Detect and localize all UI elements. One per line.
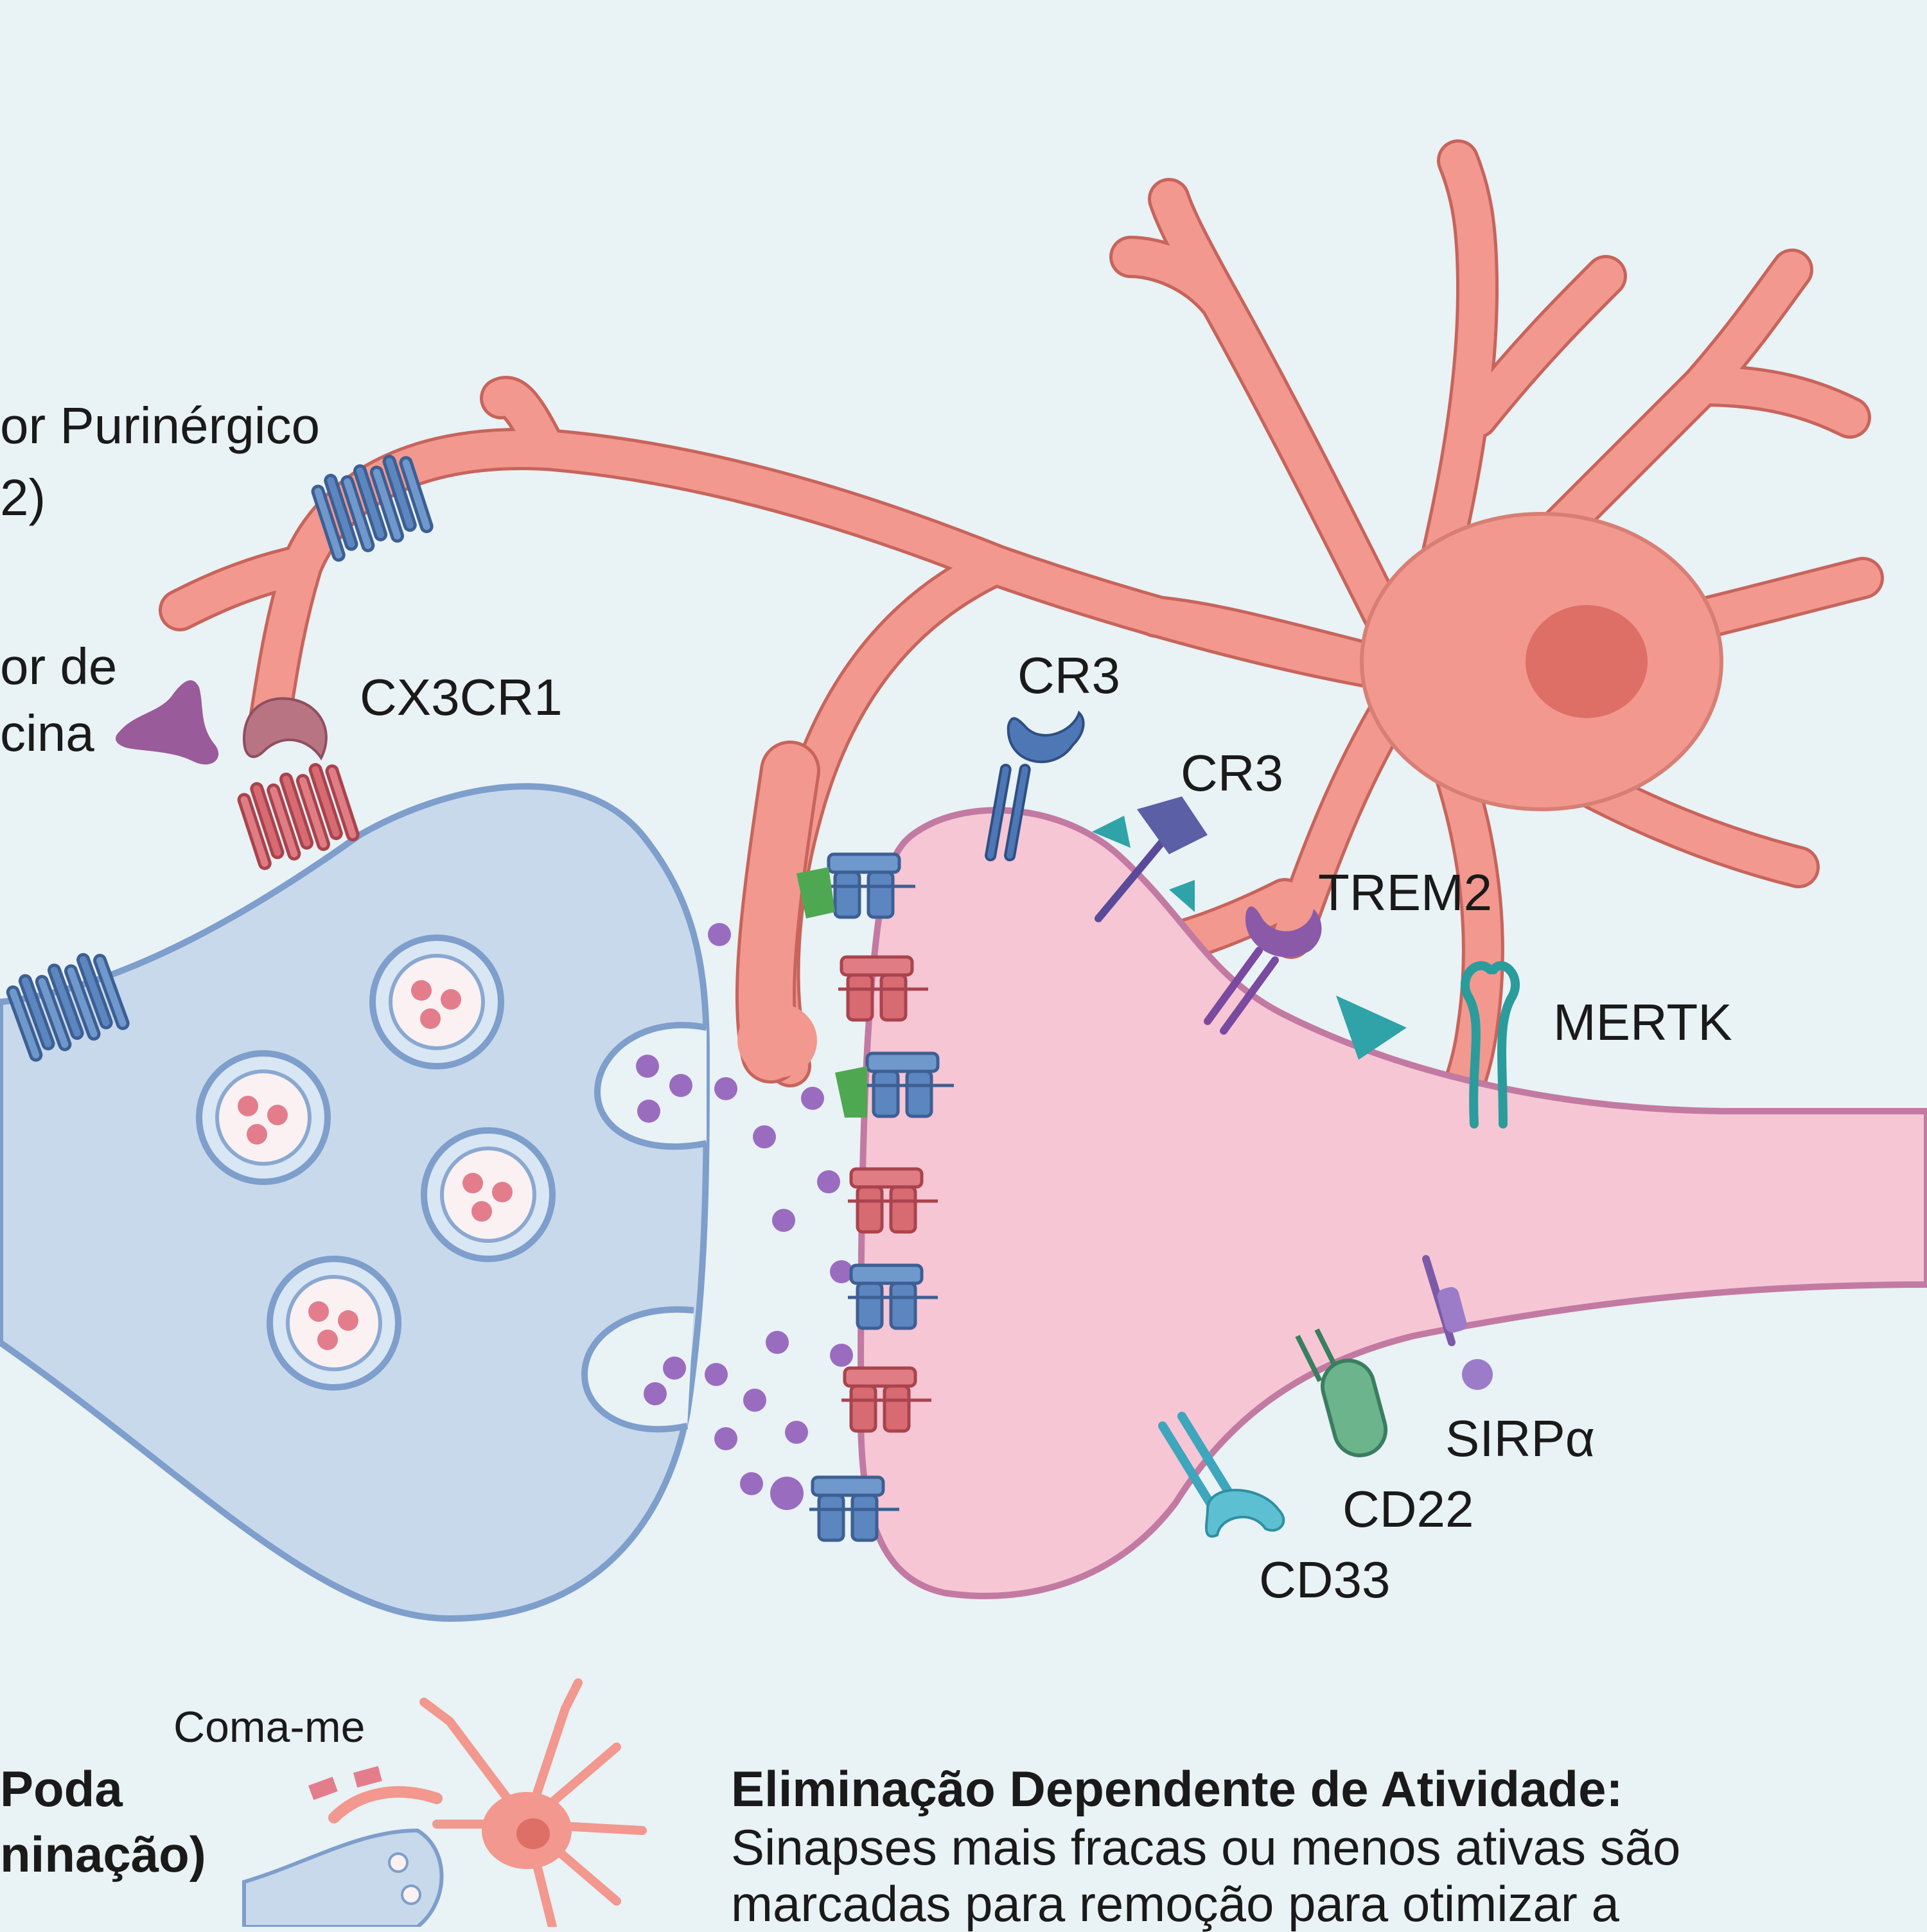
cx3cr1-binding-cup-icon <box>242 697 328 760</box>
pruning-thumbnail-icon <box>242 1678 647 1927</box>
cd33-receptor-icon <box>1158 1412 1285 1538</box>
mertk-label: MERTK <box>1553 994 1732 1051</box>
activity-elimination-text: Sinapses mais fracas ou menos ativas são… <box>731 1819 1900 1932</box>
fractalkine-receptor-label: or de <box>0 638 118 695</box>
cr3-label-top: CR3 <box>1017 647 1121 704</box>
postsynaptic-spine <box>857 807 1927 1599</box>
mertk-ligand-icon <box>1336 996 1407 1060</box>
microglia-process-tip <box>735 741 820 1084</box>
cx3cr1-label: CX3CR1 <box>360 669 563 726</box>
synaptic-vesicle <box>199 1053 328 1182</box>
microglia-soma <box>1360 512 1723 811</box>
mertk-receptor-icon <box>1460 961 1520 1128</box>
cd22-receptor-icon <box>1295 1328 1388 1457</box>
trem2-label: TREM2 <box>1318 864 1493 921</box>
cd33-label: CD33 <box>1259 1551 1391 1608</box>
microglia-nucleus <box>1526 605 1648 718</box>
synaptic-vesicle <box>424 1130 552 1259</box>
pruning-title-line2: ninação) <box>0 1826 206 1883</box>
presynaptic-terminal <box>0 783 710 1622</box>
activity-elimination-heading: Eliminação Dependente de Atividade: <box>731 1761 1623 1817</box>
sirpa-receptor-icon <box>1422 1255 1493 1390</box>
caption-line-1: Sinapses mais fracas ou menos ativas são <box>731 1819 1681 1875</box>
fractalkine-receptor-label-line2: cina <box>0 705 94 762</box>
postsynaptic-receptors <box>770 854 954 1540</box>
cr3-receptor-icon <box>985 710 1085 862</box>
pruning-title-line1: Poda <box>0 1761 123 1817</box>
cd22-label: CD22 <box>1342 1480 1474 1538</box>
cr3-receptor-icon-2 <box>1092 796 1208 922</box>
fractalkine-ligand-icon <box>116 680 219 765</box>
caption-line-2: marcadas para remoção para otimizar a <box>731 1875 1619 1932</box>
neurotransmitters <box>636 923 853 1495</box>
synaptic-vesicle <box>270 1259 398 1387</box>
sirpa-label: SIRPα <box>1445 1410 1595 1467</box>
trem2-receptor-icon <box>1204 906 1322 1035</box>
synaptic-vesicle <box>373 938 501 1066</box>
cr3-label-second: CR3 <box>1181 744 1284 802</box>
release-site <box>581 1022 707 1433</box>
purinergic-receptor-label: or Purinérgico <box>0 397 321 454</box>
eat-me-label: Coma-me <box>173 1703 365 1752</box>
purinergic-receptor-label-line2: 2) <box>0 469 46 526</box>
